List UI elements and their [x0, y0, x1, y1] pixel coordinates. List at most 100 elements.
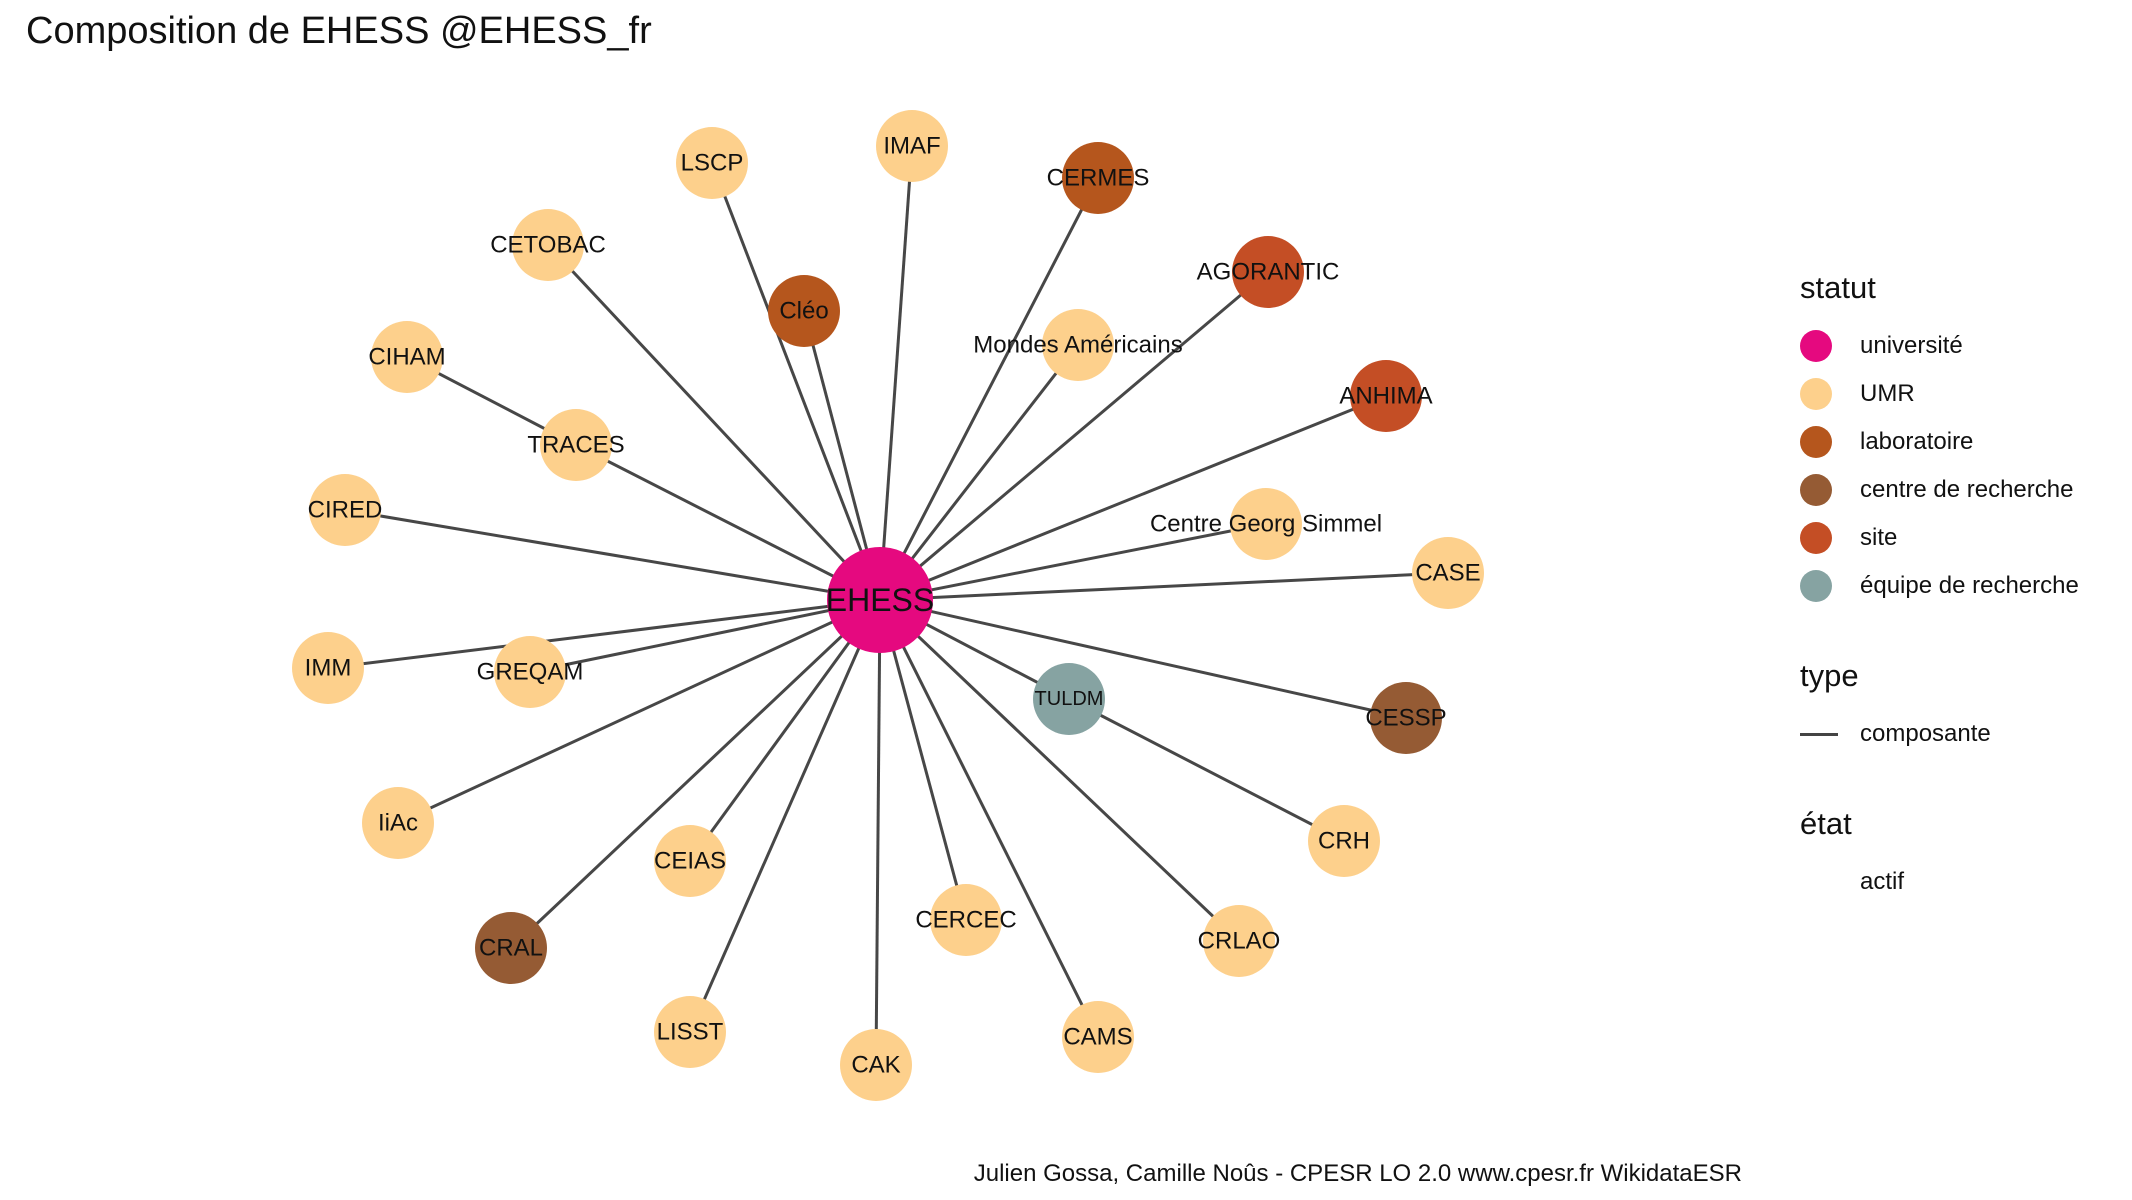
node-label-imm: IMM: [305, 655, 352, 682]
edge-ehess-cired: [344, 508, 881, 602]
legend-swatch-centre-de-recherche: [1800, 474, 1832, 506]
node-anhima: [1350, 360, 1422, 432]
edge-ehess-case: [879, 571, 1449, 602]
node-cired: [309, 474, 381, 546]
node-lisst: [654, 996, 726, 1068]
legend-label-umr: UMR: [1860, 380, 1915, 407]
legend-label-site: site: [1860, 524, 1898, 551]
edge-ehess-imaf: [878, 145, 914, 601]
node-iiac: [362, 787, 434, 859]
node-simmel: [1230, 488, 1302, 560]
node-agorantic: [1232, 236, 1304, 308]
node-label-cetobac: CETOBAC: [490, 232, 606, 259]
legend-swatch-universite: [1800, 330, 1832, 362]
edge-ehess-imm: [327, 598, 881, 670]
legend-item-equipe-de-recherche: équipe de recherche: [1800, 562, 2130, 610]
node-cessp: [1370, 682, 1442, 754]
node-label-cessp: CESSP: [1365, 705, 1446, 732]
node-label-anhima: ANHIMA: [1339, 383, 1432, 410]
edge-ehess-lscp: [710, 162, 882, 601]
node-greqam: [494, 636, 566, 708]
node-label-agorantic: AGORANTIC: [1197, 259, 1340, 286]
legend-type: type composante: [1800, 658, 2130, 758]
legend-item-site: site: [1800, 514, 2130, 562]
legend-swatch-laboratoire: [1800, 426, 1832, 458]
legend-label-equipe-de-recherche: équipe de recherche: [1860, 572, 2079, 599]
node-label-crh: CRH: [1318, 828, 1370, 855]
node-label-ciham: CIHAM: [368, 344, 445, 371]
node-cams: [1062, 1001, 1134, 1073]
node-label-tuldm: TULDM: [1035, 688, 1104, 710]
node-label-lscp: LSCP: [681, 150, 744, 177]
node-label-ehess: EHESS: [826, 582, 934, 618]
labels-layer: EHESSLSCPIMAFCERMESCETOBACCléoAGORANTICC…: [305, 133, 1481, 1079]
node-label-cak: CAK: [851, 1052, 900, 1079]
edge-ehess-cetobac: [546, 243, 882, 602]
node-label-cermes: CERMES: [1047, 165, 1150, 192]
legend: statut université UMR laboratoire centre…: [1800, 270, 2130, 954]
node-ciham: [371, 321, 443, 393]
legend-label-centre-de-recherche: centre de recherche: [1860, 476, 2074, 503]
legend-item-universite: université: [1800, 322, 2130, 370]
edge-ehess-mondesam: [878, 344, 1080, 601]
legend-item-actif: actif: [1800, 858, 2130, 906]
legend-statut: statut université UMR laboratoire centre…: [1800, 270, 2130, 610]
chart-title: Composition de EHESS @EHESS_fr: [26, 10, 652, 52]
node-label-ceias: CEIAS: [654, 848, 726, 875]
edge-ehess-cral: [509, 598, 882, 950]
node-lscp: [676, 127, 748, 199]
node-label-crlao: CRLAO: [1198, 928, 1281, 955]
node-cleo: [768, 275, 840, 347]
node-label-lisst: LISST: [657, 1019, 724, 1046]
edges-layer: [327, 145, 1449, 1066]
edge-ehess-agorantic: [879, 270, 1269, 602]
node-ehess: [827, 547, 933, 653]
edge-ehess-greqam: [529, 598, 881, 674]
node-label-traces: TRACES: [527, 432, 624, 459]
node-label-cral: CRAL: [479, 935, 543, 962]
edge-ehess-anhima: [879, 394, 1387, 602]
legend-label-composante: composante: [1860, 720, 1991, 747]
edge-ehess-cercec: [878, 599, 968, 921]
node-tuldm: [1033, 663, 1105, 735]
node-imaf: [876, 110, 948, 182]
edge-ehess-traces: [575, 443, 881, 602]
node-crlao: [1203, 905, 1275, 977]
node-label-mondesam: Mondes Américains: [973, 332, 1182, 359]
legend-swatch-site: [1800, 522, 1832, 554]
legend-label-actif: actif: [1860, 868, 1905, 895]
legend-swatch-composante: [1800, 732, 1838, 736]
node-label-iiac: IiAc: [378, 810, 418, 837]
edge-ehess-cermes: [878, 177, 1100, 601]
legend-statut-title: statut: [1800, 270, 1876, 305]
node-imm: [292, 632, 364, 704]
node-traces: [540, 409, 612, 481]
edge-ehess-crlao: [878, 598, 1241, 943]
node-label-imaf: IMAF: [883, 133, 940, 160]
node-ceias: [654, 825, 726, 897]
node-label-cams: CAMS: [1063, 1024, 1132, 1051]
edge-ehess-iiac: [397, 598, 881, 825]
edge-ehess-ceias: [688, 599, 882, 862]
edge-tuldm-crh: [1068, 697, 1345, 843]
node-cak: [840, 1029, 912, 1101]
node-cercec: [930, 884, 1002, 956]
node-case: [1412, 537, 1484, 609]
node-crh: [1308, 805, 1380, 877]
legend-item-laboratoire: laboratoire: [1800, 418, 2130, 466]
edge-ehess-lisst: [688, 599, 882, 1033]
nodes-layer: [292, 110, 1484, 1101]
caption: Julien Gossa, Camille Noûs - CPESR LO 2.…: [973, 1160, 1742, 1187]
legend-etat: état actif: [1800, 806, 2130, 906]
legend-swatch-equipe-de-recherche: [1800, 570, 1832, 602]
edge-ehess-simmel: [879, 522, 1267, 602]
edge-ehess-cak: [874, 599, 882, 1066]
edge-ehess-cessp: [879, 598, 1407, 720]
node-label-greqam: GREQAM: [477, 659, 584, 686]
legend-type-title: type: [1800, 658, 1859, 693]
legend-label-universite: université: [1860, 332, 1963, 359]
node-label-case: CASE: [1415, 560, 1480, 587]
node-cermes: [1062, 142, 1134, 214]
legend-etat-title: état: [1800, 806, 1852, 841]
